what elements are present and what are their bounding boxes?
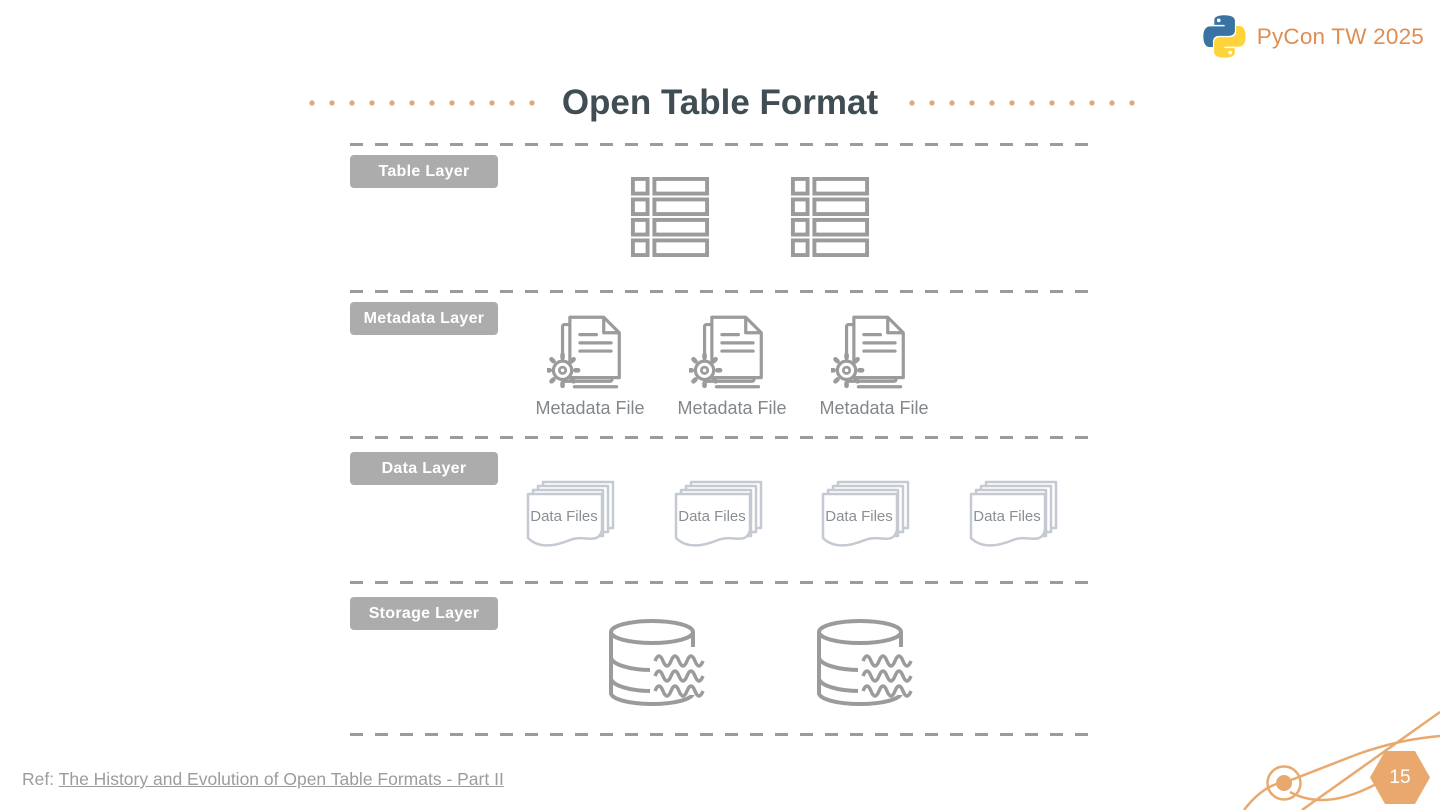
table-rows-icon [790, 177, 870, 257]
layer-label-metadata: Metadata Layer [350, 302, 498, 335]
separator-dashed-line [350, 290, 1090, 293]
reference-line: Ref: The History and Evolution of Open T… [22, 769, 504, 790]
database-cylinder-icon [817, 619, 918, 706]
ref-prefix: Ref: [22, 769, 55, 789]
metadata-file-gear-icon [547, 311, 633, 393]
data-files-stack: Data Files [817, 480, 917, 554]
metadata-file-gear-icon [689, 311, 775, 393]
metadata-file-gear-icon [831, 311, 917, 393]
database-cylinder-icon [609, 619, 710, 706]
page-number: 15 [1389, 766, 1411, 788]
separator-dashed-line [350, 436, 1090, 439]
decoration-dot [1276, 775, 1292, 791]
metadata-file-label: Metadata File [677, 398, 787, 418]
metadata-file-label: Metadata File [535, 398, 645, 418]
title-dots-right [902, 100, 1139, 106]
title-dots-left [301, 100, 538, 106]
data-files-label: Data Files [825, 508, 893, 525]
data-files-stack: Data Files [522, 480, 622, 554]
corner-decoration [1243, 710, 1440, 810]
table-rows-icon [630, 177, 710, 257]
layer-label-table: Table Layer [350, 155, 498, 188]
separator-dashed-line [350, 581, 1090, 584]
title-row: Open Table Format [0, 83, 1440, 123]
pycon-logo: PyCon TW 2025 [1201, 13, 1424, 60]
separator-dashed-line [350, 733, 1090, 736]
data-files-stack: Data Files [965, 480, 1065, 554]
data-files-label: Data Files [530, 508, 598, 525]
separator-dashed-line [350, 143, 1090, 146]
logo-text: PyCon TW 2025 [1256, 23, 1424, 49]
layer-label-data: Data Layer [350, 452, 498, 485]
page-title: Open Table Format [561, 83, 879, 122]
metadata-file-label: Metadata File [819, 398, 929, 418]
ref-link[interactable]: The History and Evolution of Open Table … [58, 769, 504, 789]
data-files-label: Data Files [973, 508, 1041, 525]
data-files-label: Data Files [678, 508, 746, 525]
layer-label-storage: Storage Layer [350, 597, 498, 630]
python-logo-icon [1203, 15, 1246, 58]
data-files-stack: Data Files [670, 480, 770, 554]
